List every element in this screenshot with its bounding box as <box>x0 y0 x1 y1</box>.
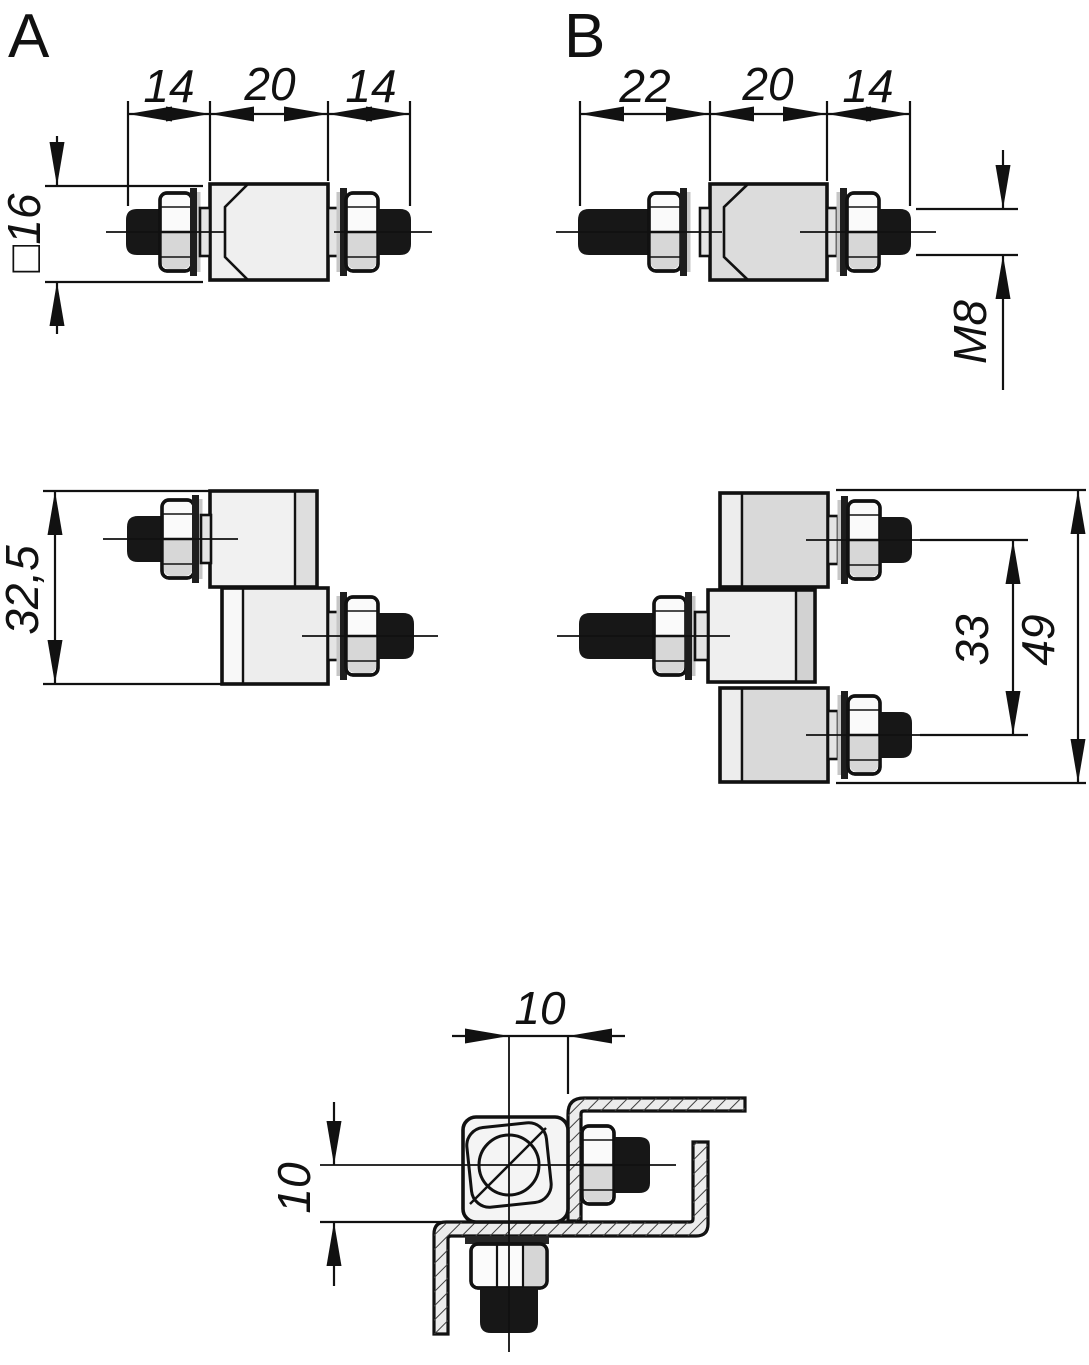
centerlines-bracket <box>320 1036 676 1352</box>
double-assembly-view: 33 49 <box>557 488 1086 785</box>
dim-double-pitch-33: 33 <box>946 614 998 666</box>
dim-b-thread-m8: M8 <box>944 300 996 364</box>
nut-block <box>461 1115 570 1224</box>
angle-bracket-lower <box>432 1140 710 1336</box>
centerlines-offset <box>103 538 438 637</box>
clamp-block-a <box>208 182 330 282</box>
dim-b-left: 22 <box>618 60 670 112</box>
dim-double-overall-49: 49 <box>1012 614 1064 665</box>
washer-bottom <box>465 1236 549 1244</box>
view-b: B <box>556 2 1018 390</box>
dim-b-middle: 20 <box>741 58 794 110</box>
offset-assembly-view: 32,5 <box>0 489 438 686</box>
dim-a-square16: □16 <box>0 193 50 272</box>
dim-b-right: 14 <box>842 60 893 112</box>
view-a-label: A <box>8 2 50 71</box>
bracket-section-view: 10 10 <box>268 982 747 1352</box>
dim-bracket-height-10: 10 <box>268 1162 320 1214</box>
dim-a-right: 14 <box>345 60 396 112</box>
hole-diagonal-mark <box>469 1127 547 1205</box>
view-b-label: B <box>564 2 605 71</box>
view-a: A <box>0 2 432 334</box>
dim-offset-height-32-5: 32,5 <box>0 545 48 635</box>
square-nut-profile <box>465 1121 553 1209</box>
stud-bolt-down <box>465 1236 549 1333</box>
dim-a-middle: 20 <box>243 58 296 110</box>
dim-bracket-offset-10: 10 <box>514 982 566 1034</box>
dim-a-left: 14 <box>143 60 194 112</box>
